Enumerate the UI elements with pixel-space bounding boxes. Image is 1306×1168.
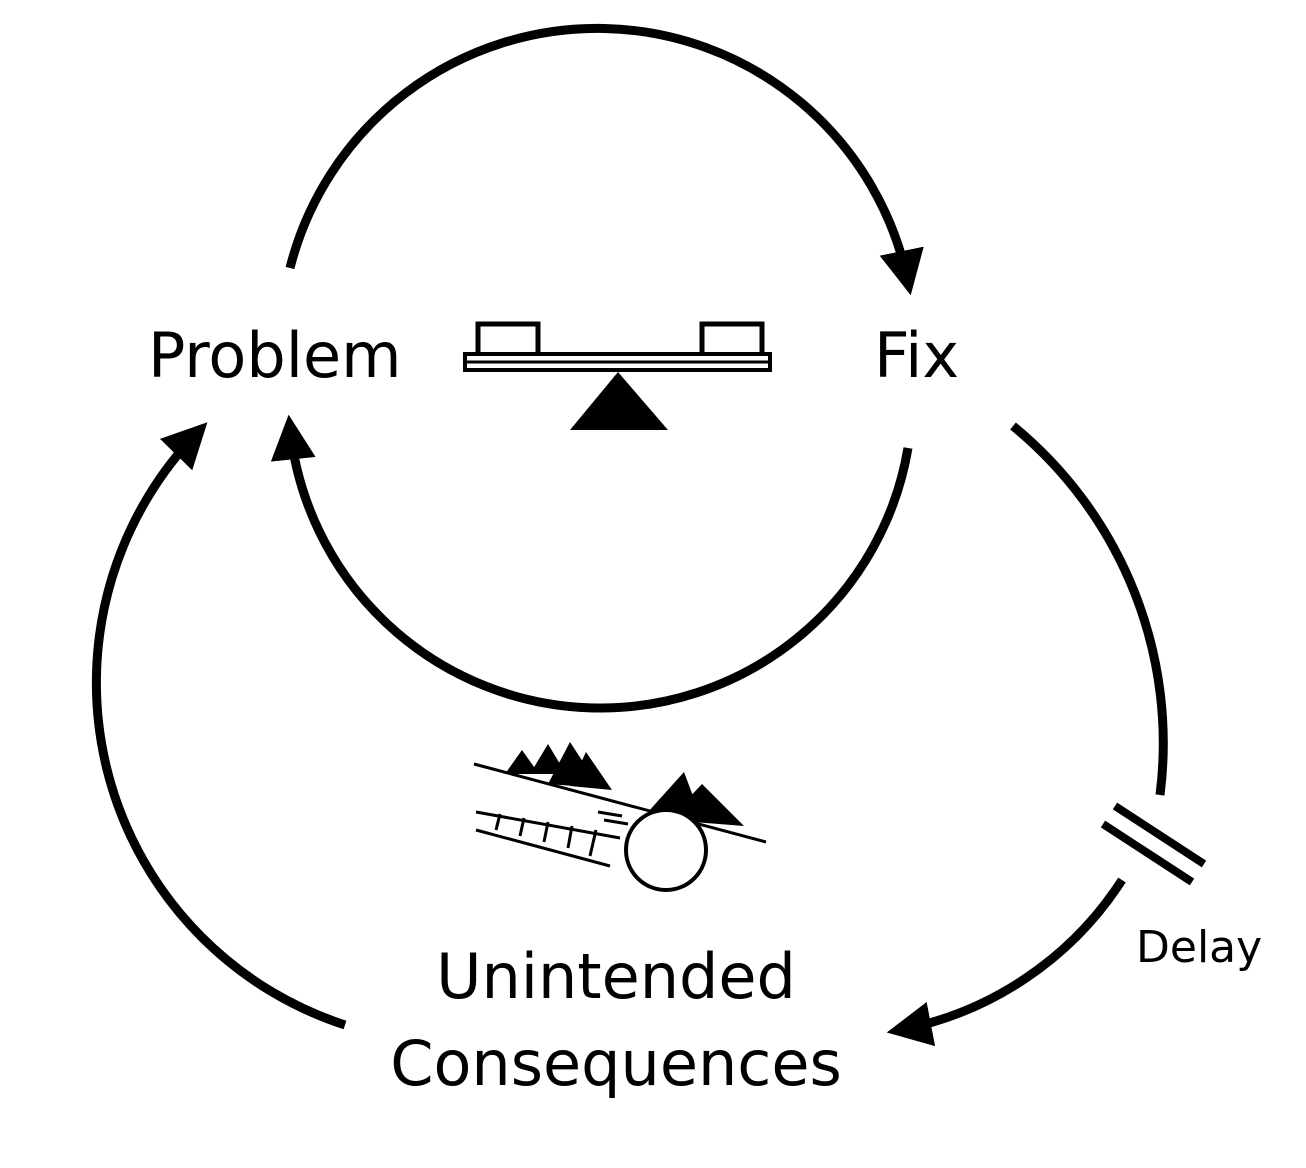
snowball-rolling-downhill-icon [473, 742, 767, 892]
node-consequences-line2: Consequences [390, 1027, 842, 1100]
delay-marker [1100, 802, 1207, 886]
arrow-problem-to-fix [285, 23, 924, 296]
node-fix: Fix [874, 319, 959, 392]
delay-label: Delay [1136, 922, 1262, 973]
arrow-fix-to-consequences-lower [886, 877, 1126, 1047]
arrow-consequences-to-problem [91, 422, 347, 1030]
arrow-fix-to-consequences-upper [1010, 422, 1168, 796]
node-problem: Problem [148, 319, 401, 392]
node-consequences-line1: Unintended [436, 940, 796, 1013]
arrow-fix-to-problem [270, 414, 913, 713]
seesaw-balance-icon [463, 321, 772, 430]
